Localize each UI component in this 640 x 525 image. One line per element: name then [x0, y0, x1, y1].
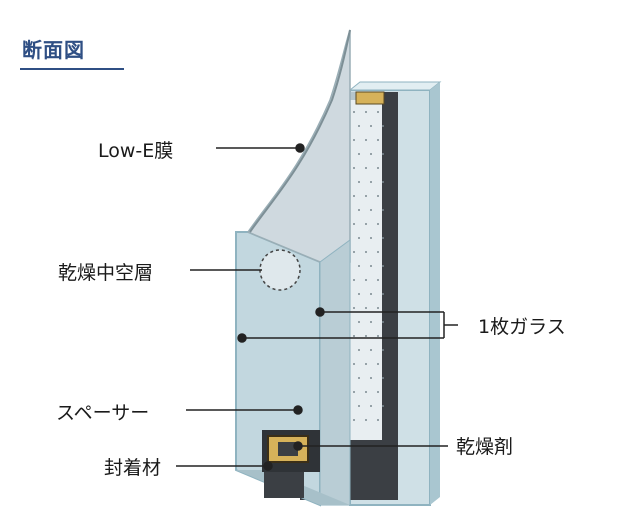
air-gap-dot [370, 405, 372, 407]
air-gap-dot [358, 349, 360, 351]
air-gap-dot [370, 349, 372, 351]
label-dry-air-layer: 乾燥中空層 [58, 262, 154, 284]
air-gap-dot [370, 153, 372, 155]
air-gap-dot [377, 111, 379, 113]
air-gap-dot [353, 363, 355, 365]
air-gap-dot [377, 335, 379, 337]
air-gap-dot [365, 335, 367, 337]
air-gap-dot [382, 293, 384, 295]
air-gap-dot [358, 405, 360, 407]
air-gap-dot [358, 125, 360, 127]
air-gap-dot [377, 279, 379, 281]
air-gap-dot [358, 293, 360, 295]
air-gap-dot [377, 419, 379, 421]
air-gap-dot [353, 139, 355, 141]
air-gap-dot [353, 111, 355, 113]
leader-lines [176, 143, 458, 471]
desiccant-top [355, 91, 385, 105]
air-gap-dot [382, 405, 384, 407]
air-gap-dot [358, 265, 360, 267]
air-gap-dot [370, 265, 372, 267]
air-gap-dot [382, 125, 384, 127]
air-gap-dot [358, 377, 360, 379]
label-low-e-coating: Low-E膜 [98, 140, 174, 162]
label-single-glass: 1枚ガラス [478, 316, 566, 338]
air-gap-dot [382, 181, 384, 183]
air-gap-dot [365, 251, 367, 253]
air-gap-dot [365, 139, 367, 141]
air-gap-dot [353, 223, 355, 225]
air-gap-dot [365, 363, 367, 365]
air-gap-dot [382, 153, 384, 155]
air-gap-dot [382, 209, 384, 211]
air-gap-dot [370, 125, 372, 127]
air-gap-dot [353, 167, 355, 169]
air-gap-dot [365, 419, 367, 421]
air-gap-dot [358, 153, 360, 155]
air-gap-dot [382, 349, 384, 351]
air-gap-dot [377, 195, 379, 197]
air-gap-dot [370, 181, 372, 183]
air-gap-dot [353, 279, 355, 281]
air-gap-dot [370, 321, 372, 323]
air-gap-dot [382, 237, 384, 239]
air-gap-dot [382, 265, 384, 267]
air-gap-dot [377, 167, 379, 169]
air-gap-dot [377, 307, 379, 309]
air-gap [348, 100, 384, 440]
air-gap-dot [353, 335, 355, 337]
label-desiccant: 乾燥剤 [456, 436, 514, 458]
air-layer-circle [259, 249, 301, 291]
air-gap-dot [370, 209, 372, 211]
air-gap-dot [382, 321, 384, 323]
air-gap-dot [358, 321, 360, 323]
air-gap-dot [353, 391, 355, 393]
air-gap-dot [377, 391, 379, 393]
air-gap-dot [365, 167, 367, 169]
air-gap-dot [365, 195, 367, 197]
air-gap-dot [358, 181, 360, 183]
air-gap-dot [377, 251, 379, 253]
air-gap-dot [353, 251, 355, 253]
air-gap-dot [370, 237, 372, 239]
air-gap-dot [377, 223, 379, 225]
air-gap-dot [365, 111, 367, 113]
page-title: 断面図 [22, 38, 85, 62]
air-gap-dot [365, 307, 367, 309]
air-gap-dot [377, 363, 379, 365]
air-gap-dot [382, 377, 384, 379]
air-gap-dot [370, 377, 372, 379]
air-gap-dot [353, 195, 355, 197]
air-gap-dot [365, 279, 367, 281]
label-sealant: 封着材 [104, 457, 162, 479]
air-gap-dot [353, 419, 355, 421]
air-gap-dot [365, 391, 367, 393]
label-spacer: スペーサー [56, 402, 150, 424]
title-underline [20, 68, 124, 70]
air-gap-dot [358, 209, 360, 211]
air-gap-dot [358, 237, 360, 239]
air-gap-dot [370, 293, 372, 295]
air-gap-dot [377, 139, 379, 141]
air-gap-dot [365, 223, 367, 225]
air-gap-dot [353, 307, 355, 309]
